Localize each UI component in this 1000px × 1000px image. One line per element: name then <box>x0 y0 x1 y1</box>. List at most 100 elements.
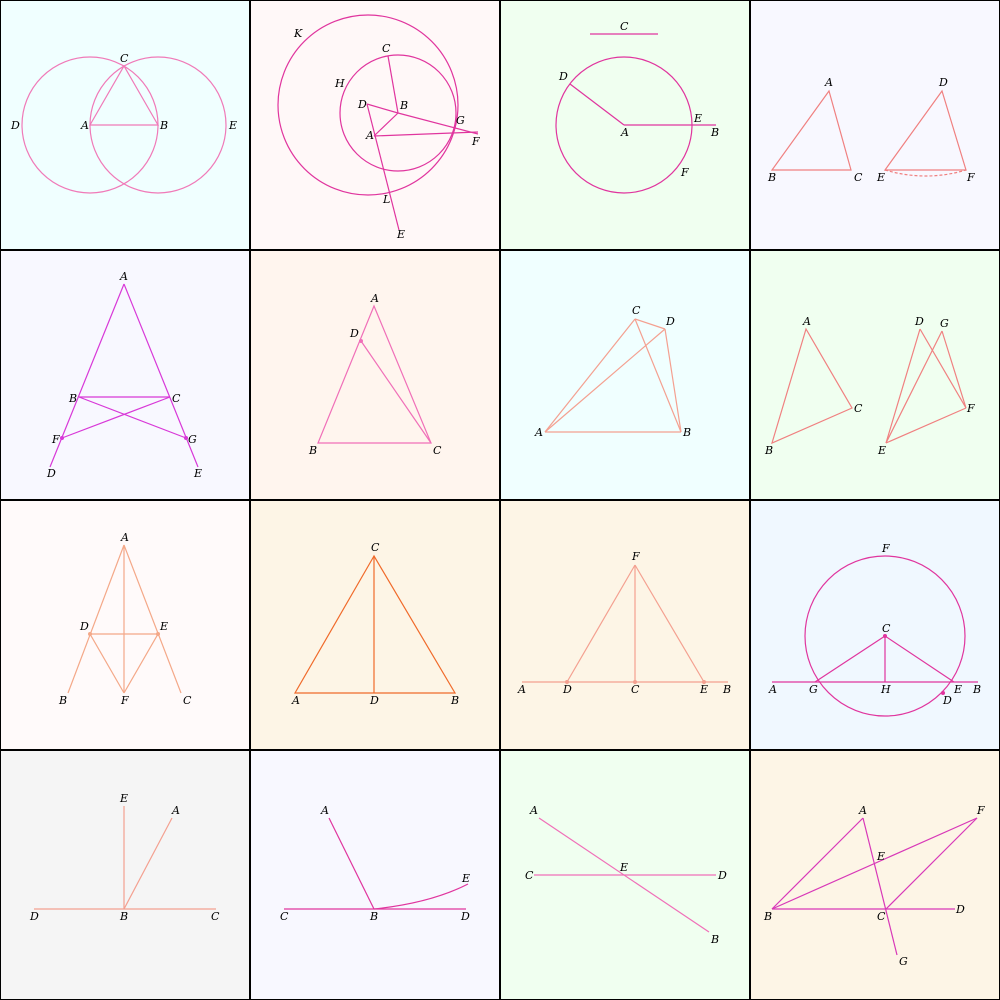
line-c-b <box>634 318 682 433</box>
line-f-d <box>566 564 636 683</box>
line-b-a <box>123 817 173 910</box>
label-f: F <box>631 550 640 563</box>
label-b: B <box>682 426 691 439</box>
triangle-def <box>883 89 967 171</box>
line-b-g <box>397 112 479 135</box>
panel-1-figure: C D A B E <box>10 52 237 194</box>
curve-b-e <box>373 883 469 910</box>
line-c-d <box>634 318 666 330</box>
panel-7-figure: C D A B <box>534 304 691 439</box>
label-c: C <box>371 541 380 554</box>
label-c: C <box>854 402 863 415</box>
label-a: A <box>620 126 629 139</box>
label-d: D <box>349 327 359 340</box>
label-b: B <box>710 933 719 946</box>
panel-11: F A D C E B <box>501 501 749 749</box>
point-e <box>702 680 706 684</box>
label-c: C <box>525 869 534 882</box>
label-c: C <box>877 910 886 923</box>
point-c <box>883 634 887 638</box>
panel-14-figure: A E C B D <box>280 804 470 923</box>
arc-ef <box>884 169 967 177</box>
panel-7: C D A B <box>501 251 749 499</box>
panel-1: C D A B E <box>1 1 249 249</box>
line-a-d <box>544 328 666 433</box>
label-b: B <box>710 126 719 139</box>
panel-14: A E C B D <box>251 751 499 999</box>
panel-5-figure: A B C F G D E <box>46 270 202 480</box>
point-e <box>156 632 160 636</box>
triangle-abc <box>317 304 432 444</box>
label-a: A <box>291 694 300 707</box>
label-d: D <box>79 620 89 633</box>
point-d <box>88 632 92 636</box>
panel-8-figure: A C B D G F E <box>764 315 975 457</box>
label-c: C <box>172 392 181 405</box>
panel-13-figure: E A D B C <box>29 792 220 923</box>
line-b-a <box>328 817 375 910</box>
label-l: L <box>382 193 390 206</box>
panel-4: A B C D E F <box>751 1 999 249</box>
label-f: F <box>120 694 129 707</box>
label-e: E <box>119 792 128 805</box>
label-a: A <box>365 129 374 142</box>
label-a: A <box>768 683 777 696</box>
line-c-f <box>61 396 171 439</box>
label-d: D <box>357 98 367 111</box>
line-e-f <box>123 633 159 694</box>
line-g-e <box>885 330 943 444</box>
line-b-c <box>387 55 399 114</box>
label-c: C <box>882 622 891 635</box>
line-a-d <box>569 83 625 126</box>
label-a: A <box>370 292 379 305</box>
line-b-g <box>78 396 187 439</box>
label-d: D <box>29 910 39 923</box>
label-d: D <box>562 683 572 696</box>
label-d: D <box>10 119 20 132</box>
inner-circle <box>339 54 457 172</box>
panel-15-figure: A C E D B <box>525 804 727 946</box>
panel-10-figure: C A D B <box>291 541 459 707</box>
panel-12: F C A G H E B D <box>751 501 999 749</box>
line-d-e <box>885 328 921 444</box>
panel-3: C D A E B F <box>501 1 749 249</box>
label-a: A <box>119 270 128 283</box>
label-d: D <box>942 694 952 707</box>
triangle-abc <box>770 89 852 171</box>
label-c: C <box>183 694 192 707</box>
label-e: E <box>228 119 237 132</box>
label-e: E <box>159 620 168 633</box>
label-g: G <box>809 683 818 696</box>
line-d-b <box>366 103 399 114</box>
label-b: B <box>763 910 772 923</box>
label-b: B <box>58 694 67 707</box>
line-b-f <box>771 817 978 910</box>
label-c: C <box>854 171 863 184</box>
label-f: F <box>471 135 480 148</box>
label-c: C <box>620 20 629 33</box>
label-f: F <box>976 804 985 817</box>
panel-4-figure: A B C D E F <box>767 76 975 184</box>
label-h: H <box>880 683 891 696</box>
outer-circle <box>277 14 459 196</box>
label-c: C <box>632 304 641 317</box>
panel-13: E A D B C <box>1 751 249 999</box>
point-g <box>184 436 188 440</box>
label-e: E <box>953 683 962 696</box>
line-a-c <box>544 318 636 433</box>
line-e-f <box>885 407 967 444</box>
label-g: G <box>188 433 197 446</box>
panel-3-figure: C D A E B F <box>555 20 719 194</box>
label-d: D <box>46 467 56 480</box>
label-b: B <box>369 910 378 923</box>
label-b: B <box>722 683 731 696</box>
panel-2-figure: K C H D B A G F L E <box>277 14 480 241</box>
label-f: F <box>966 171 975 184</box>
label-c: C <box>631 683 640 696</box>
label-d: D <box>938 76 948 89</box>
label-c: C <box>433 444 442 457</box>
panel-8: A C B D G F E <box>751 251 999 499</box>
label-e: E <box>699 683 708 696</box>
label-c: C <box>280 910 289 923</box>
label-e: E <box>396 228 405 241</box>
